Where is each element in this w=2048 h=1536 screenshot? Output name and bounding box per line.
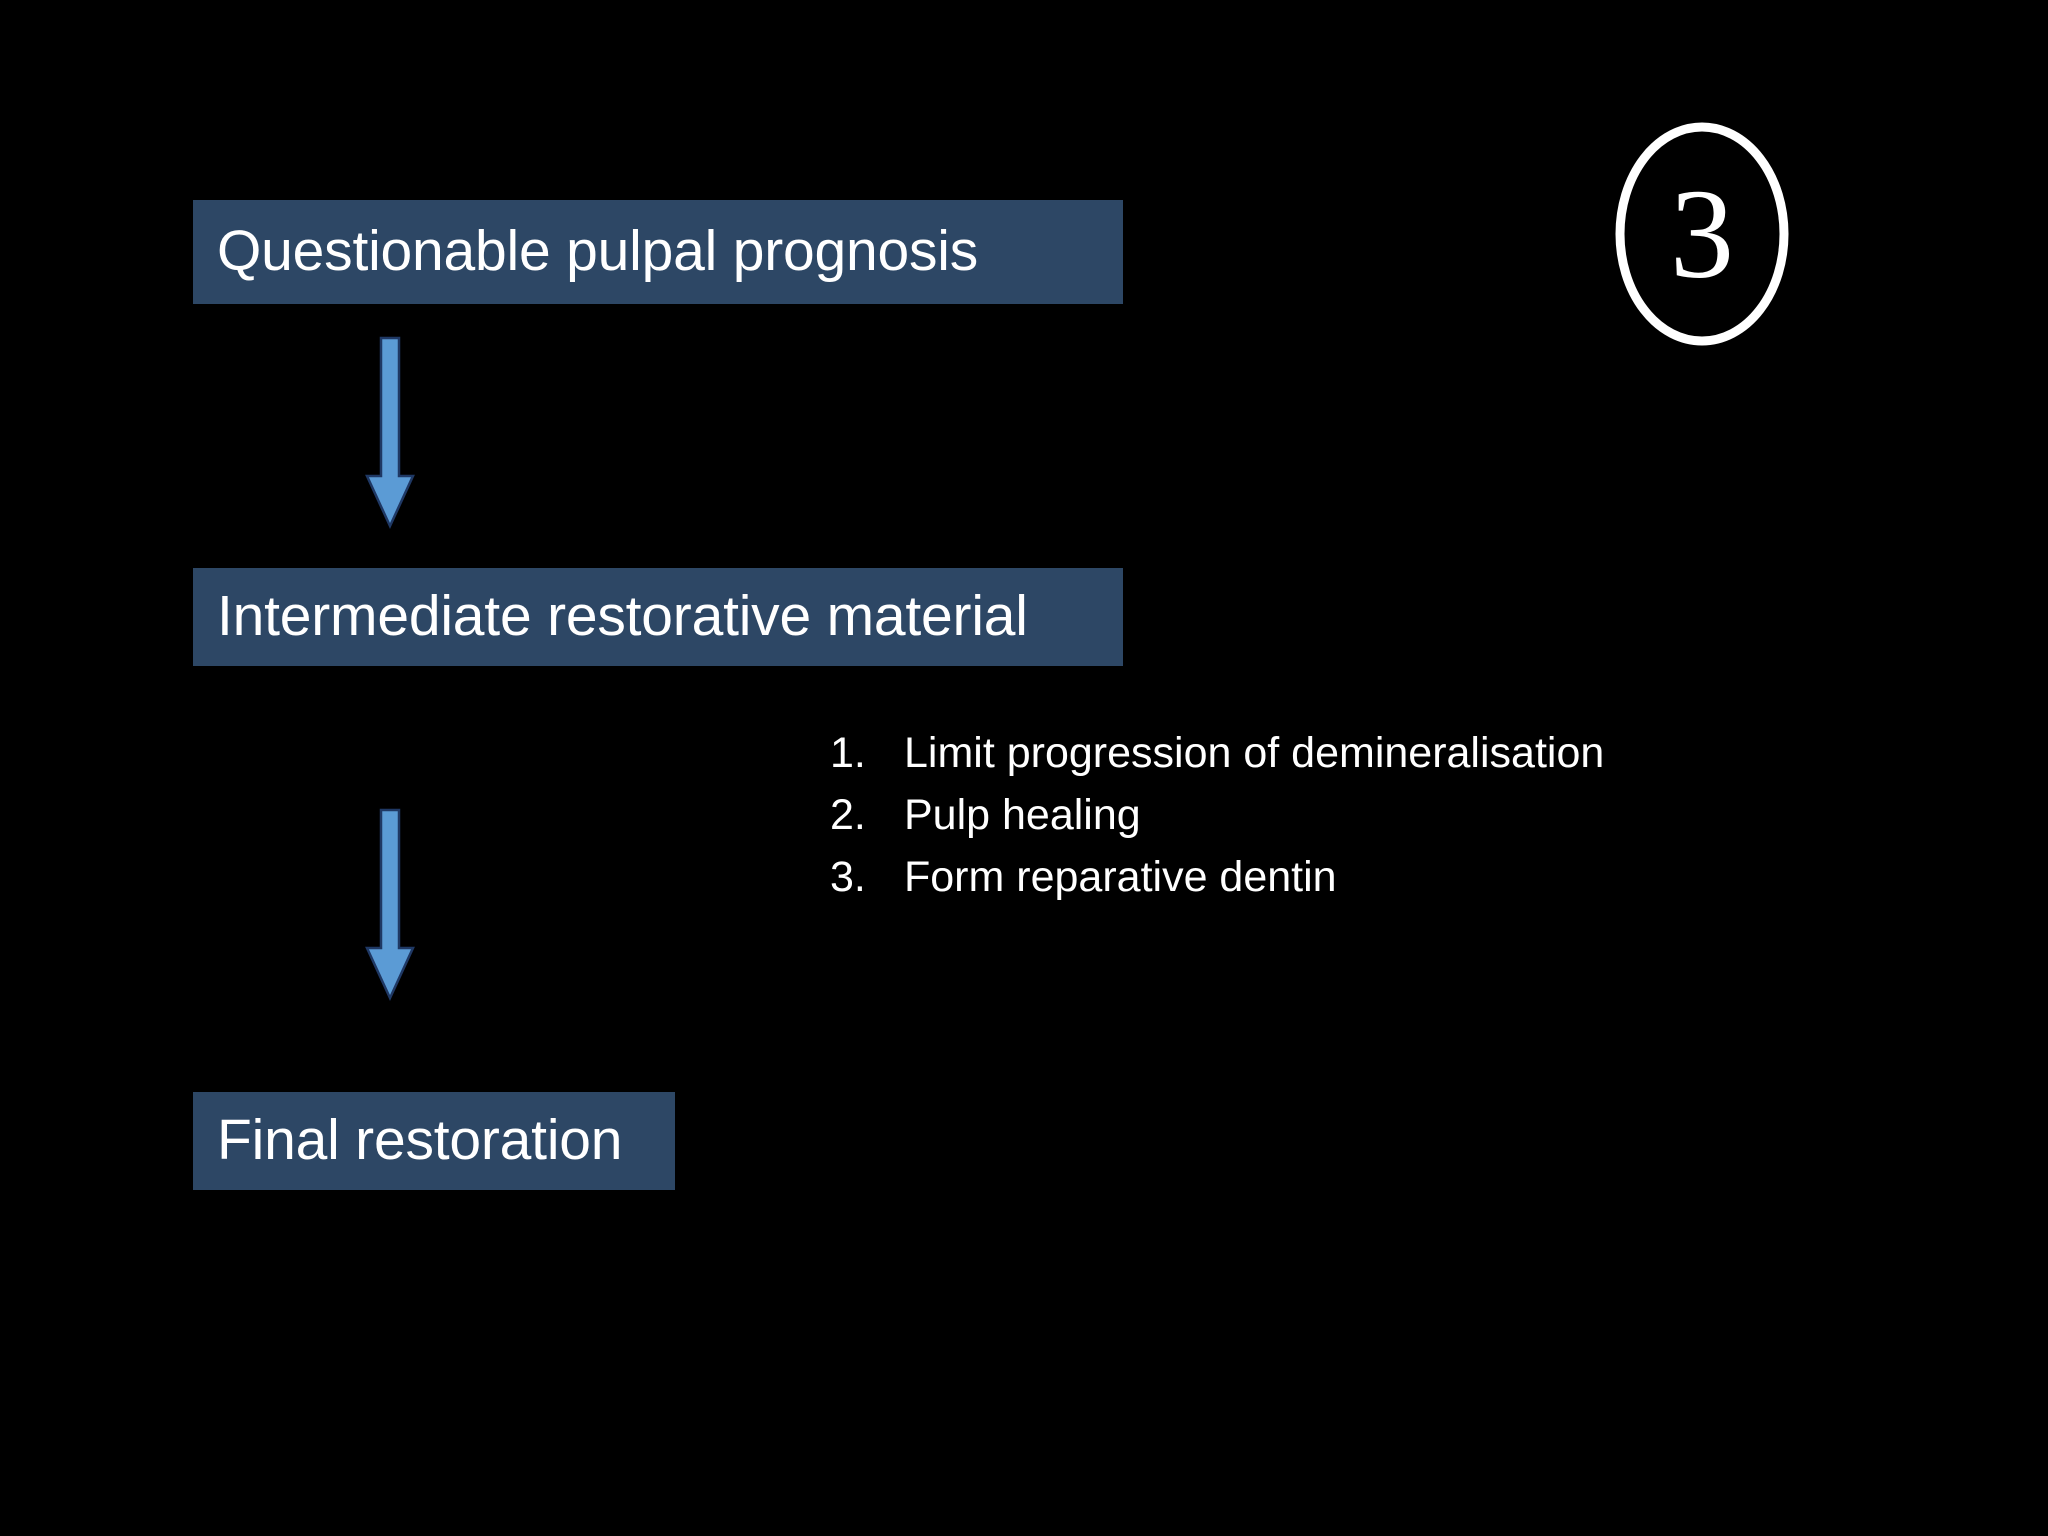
flow-box-final-restoration: Final restoration xyxy=(193,1092,675,1190)
list-item-label: Limit progression of demineralisation xyxy=(904,729,1605,777)
down-arrow-icon xyxy=(360,808,420,1002)
step-number-badge: 3 xyxy=(1614,122,1804,346)
flow-box-label: Final restoration xyxy=(217,1108,623,1173)
list-item-label: Form reparative dentin xyxy=(904,853,1337,901)
down-arrow-icon xyxy=(360,336,420,530)
circle-outline-icon xyxy=(1615,122,1789,346)
list-item: 1. Limit progression of demineralisation xyxy=(830,722,1810,784)
down-arrow-glyph xyxy=(365,336,415,529)
flow-box-questionable-pulpal-prognosis: Questionable pulpal prognosis xyxy=(193,200,1123,304)
flow-box-label: Questionable pulpal prognosis xyxy=(217,219,979,284)
down-arrow-glyph xyxy=(365,808,415,1001)
list-item-marker: 1. xyxy=(830,729,866,777)
list-item: 3. Form reparative dentin xyxy=(830,846,1810,908)
list-item-label: Pulp healing xyxy=(904,791,1141,839)
list-item-marker: 2. xyxy=(830,791,866,839)
objectives-list: 1. Limit progression of demineralisation… xyxy=(830,722,1810,908)
flow-box-label: Intermediate restorative material xyxy=(217,584,1028,649)
flow-box-intermediate-restorative-material: Intermediate restorative material xyxy=(193,568,1123,666)
step-number-label: 3 xyxy=(1670,163,1734,305)
list-item-marker: 3. xyxy=(830,853,866,901)
list-item: 2. Pulp healing xyxy=(830,784,1810,846)
